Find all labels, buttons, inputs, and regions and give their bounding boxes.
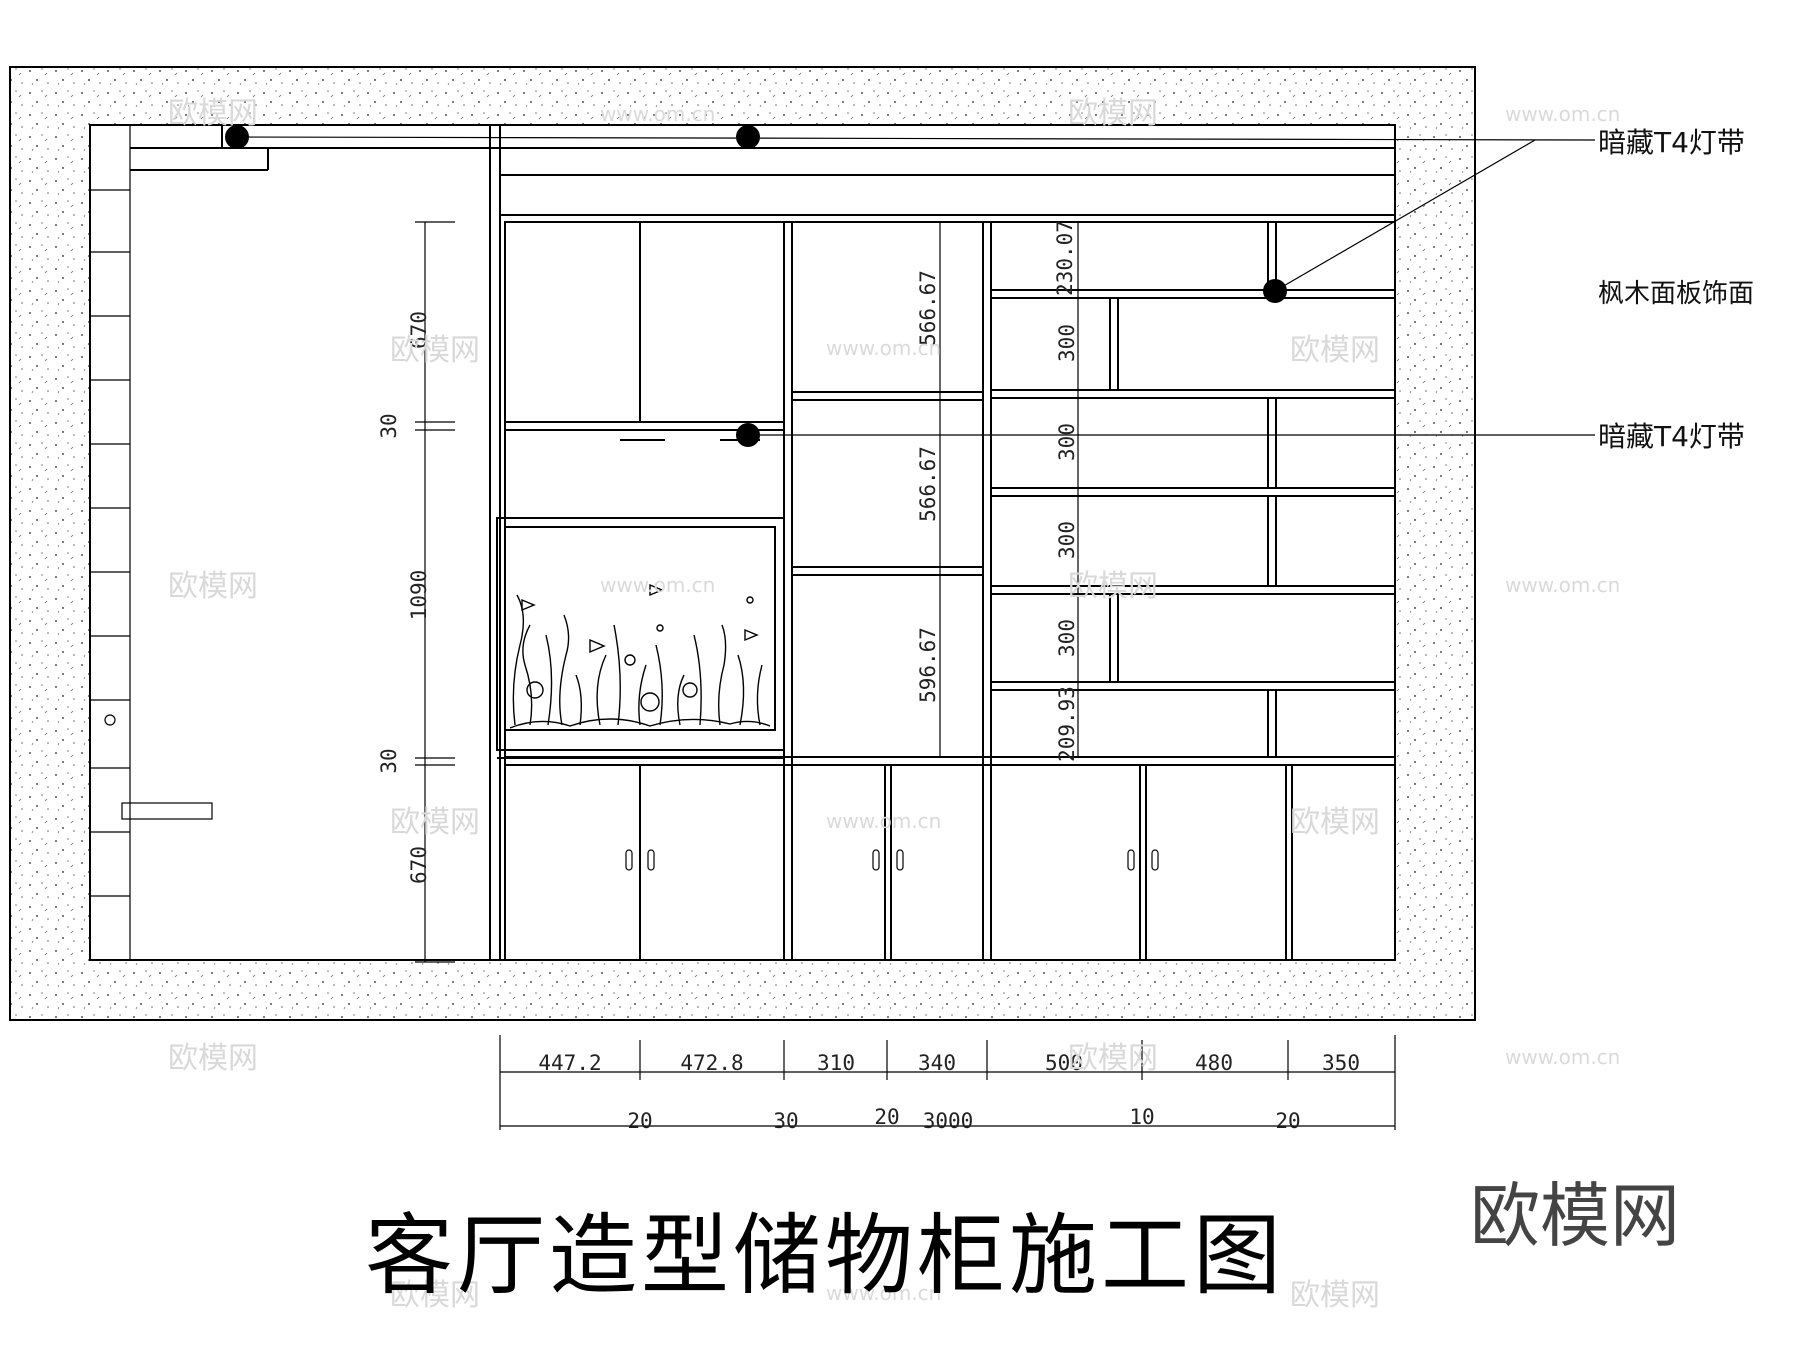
svg-text:欧模网: 欧模网 — [1068, 569, 1158, 604]
svg-text:欧模网: 欧模网 — [168, 96, 258, 131]
light-strip-top-label: 暗藏T4灯带 — [1598, 126, 1745, 159]
cabinet — [496, 221, 1396, 961]
dim-col2-0: 566.67 — [916, 270, 940, 346]
maple-panel-label: 枫木面板饰面 — [1598, 279, 1754, 309]
dim-gap-1: 30 — [773, 1109, 798, 1133]
dim-col2-2: 596.67 — [916, 627, 940, 703]
svg-text:www.om.cn: www.om.cn — [600, 102, 715, 126]
dim-bottom-0: 447.2 — [538, 1051, 601, 1075]
dim-gap-2: 20 — [874, 1105, 899, 1129]
ceiling-soffit — [130, 125, 1395, 960]
dim-left-1: 30 — [377, 413, 401, 438]
dim-gap-0: 20 — [627, 1109, 652, 1133]
svg-text:欧模网: 欧模网 — [390, 1278, 480, 1313]
svg-text:欧模网: 欧模网 — [1068, 1041, 1158, 1076]
svg-text:www.om.cn: www.om.cn — [826, 1281, 941, 1305]
light-strip-markers — [225, 125, 1596, 447]
dim-left-4: 670 — [407, 846, 431, 884]
brick-column — [89, 125, 213, 960]
svg-text:www.om.cn: www.om.cn — [826, 336, 941, 360]
svg-text:欧模网: 欧模网 — [1068, 96, 1158, 131]
dim-bottom-3: 340 — [918, 1051, 956, 1075]
dim-bottom-1: 472.8 — [680, 1051, 743, 1075]
dim-col3-5: 209.93 — [1055, 686, 1079, 762]
dim-overall: 3000 — [923, 1109, 974, 1133]
dim-gap-4: 20 — [1275, 1109, 1300, 1133]
dim-col3-4: 300 — [1055, 619, 1079, 657]
svg-text:www.om.cn: www.om.cn — [1505, 573, 1620, 597]
svg-text:欧模网: 欧模网 — [390, 805, 480, 840]
wall-frame — [9, 66, 1476, 1021]
dim-left-0: 670 — [407, 311, 431, 349]
svg-text:欧模网: 欧模网 — [390, 333, 480, 368]
drawing-title: 客厅造型储物柜施工图 — [364, 1204, 1285, 1307]
dim-col3-0: 230.07 — [1053, 220, 1077, 296]
bottom-dimensions: 447.2 472.8 310 340 500 480 350 20 30 20… — [499, 1035, 1396, 1133]
dim-gap-3: 10 — [1129, 1105, 1154, 1129]
dim-bottom-4: 500 — [1045, 1051, 1083, 1075]
dim-col3-2: 300 — [1055, 423, 1079, 461]
door-handles — [625, 849, 1159, 871]
dim-col3-1: 300 — [1055, 324, 1079, 362]
dim-bottom-6: 350 — [1322, 1051, 1360, 1075]
left-vertical-dimension: 670 30 1090 30 670 — [377, 221, 455, 963]
aquarium-plants — [509, 583, 771, 729]
svg-text:www.om.cn: www.om.cn — [600, 573, 715, 597]
svg-text:欧模网: 欧模网 — [168, 1041, 258, 1076]
col3-vertical-dimension: 230.07 300 300 300 300 209.93 — [1053, 220, 1079, 762]
watermarks: 欧模网 www.om.cn 欧模网 www.om.cn 欧模网 www.om.c… — [168, 96, 1620, 1313]
dim-col2-1: 566.67 — [916, 446, 940, 522]
annotations: 暗藏T4灯带 枫木面板饰面 暗藏T4灯带 — [1598, 126, 1754, 453]
dim-bottom-2: 310 — [817, 1051, 855, 1075]
svg-text:欧模网: 欧模网 — [1290, 805, 1380, 840]
svg-text:www.om.cn: www.om.cn — [1505, 102, 1620, 126]
svg-text:欧模网: 欧模网 — [168, 569, 258, 604]
svg-text:欧模网: 欧模网 — [1290, 1278, 1380, 1313]
dim-left-2: 1090 — [407, 570, 431, 621]
light-strip-mid-label: 暗藏T4灯带 — [1598, 420, 1745, 453]
dim-bottom-5: 480 — [1195, 1051, 1233, 1075]
dim-left-3: 30 — [377, 748, 401, 773]
svg-text:www.om.cn: www.om.cn — [1505, 1045, 1620, 1069]
dim-col3-3: 300 — [1055, 521, 1079, 559]
svg-text:www.om.cn: www.om.cn — [826, 809, 941, 833]
brand-logo: 欧模网 — [1470, 1175, 1680, 1257]
col2-vertical-dimension: 566.67 566.67 596.67 — [916, 222, 941, 758]
svg-text:欧模网: 欧模网 — [1290, 333, 1380, 368]
